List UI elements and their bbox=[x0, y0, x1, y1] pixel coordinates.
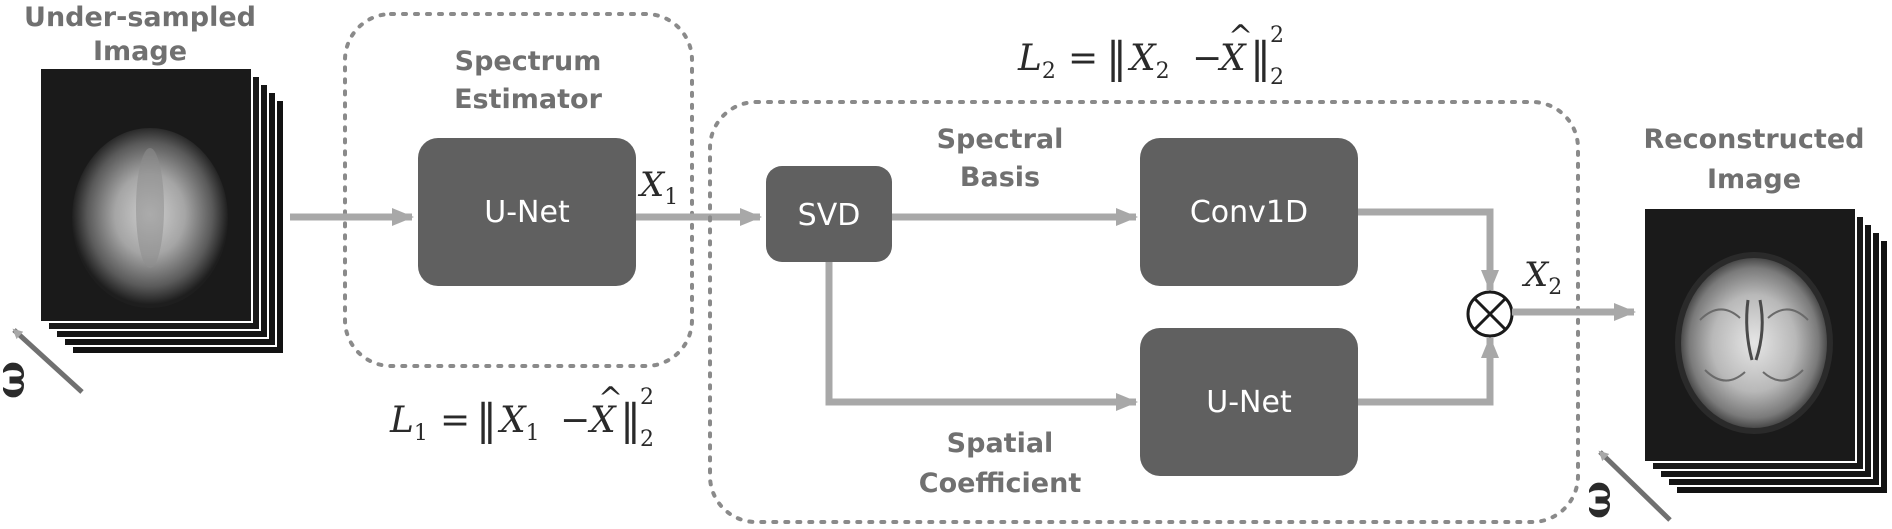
svg-text:2: 2 bbox=[640, 427, 654, 452]
arrow-unet2-to-multiply bbox=[1358, 336, 1499, 406]
svg-text:−: − bbox=[560, 400, 590, 441]
unet-block-1 bbox=[418, 138, 636, 286]
loss-l1: L1 = ‖ X1 − X ^ ‖ 2 2 bbox=[389, 381, 654, 452]
estimator-title-line1: Spectrum bbox=[455, 46, 602, 77]
svg-text:2: 2 bbox=[640, 385, 654, 410]
output-title-line2: Image bbox=[1707, 164, 1801, 195]
omega-label-right: ω bbox=[1573, 481, 1620, 519]
reconstructed-brain-image bbox=[1678, 255, 1830, 431]
input-title-line2: Image bbox=[93, 36, 187, 67]
unet-block-2-label: U-Net bbox=[1206, 385, 1292, 420]
output-title-line1: Reconstructed bbox=[1644, 124, 1865, 155]
svg-text:2: 2 bbox=[1270, 23, 1284, 48]
spectrum-estimator-box bbox=[343, 12, 694, 368]
spectral-basis-line1: Spectral bbox=[937, 124, 1064, 155]
svg-text:2: 2 bbox=[1270, 65, 1284, 90]
svg-text:X2: X2 bbox=[1127, 38, 1170, 84]
input-title-line1: Under-sampled bbox=[24, 2, 256, 33]
loss-l2: L2 = ‖ X2 − X ^ ‖ 2 2 bbox=[1017, 19, 1284, 90]
input-image-stack bbox=[39, 67, 285, 355]
svg-text:‖: ‖ bbox=[620, 395, 641, 444]
arrow-svd-to-unet2 bbox=[825, 262, 1138, 411]
svg-text:X1: X1 bbox=[497, 400, 540, 446]
svg-text:=: = bbox=[1068, 38, 1098, 79]
svg-text:=: = bbox=[440, 400, 470, 441]
spectral-basis-line2: Basis bbox=[960, 162, 1040, 193]
svg-text:−: − bbox=[1192, 38, 1222, 79]
svd-block-label: SVD bbox=[798, 198, 861, 233]
estimator-title-line2: Estimator bbox=[454, 84, 602, 115]
unet-block-1-label: U-Net bbox=[484, 195, 570, 230]
omega-label-left: ω bbox=[0, 361, 34, 399]
arrow-conv1d-to-multiply bbox=[1358, 208, 1499, 292]
unet-block-2 bbox=[1140, 328, 1358, 476]
svg-text:‖: ‖ bbox=[1250, 33, 1271, 82]
svg-text:L1: L1 bbox=[389, 400, 428, 446]
svg-text:X: X bbox=[587, 400, 617, 441]
conv1d-block bbox=[1140, 138, 1358, 286]
omega-axis-arrow-left bbox=[12, 328, 84, 394]
spatial-coef-line1: Spatial bbox=[947, 428, 1054, 459]
svg-text:L2: L2 bbox=[1017, 38, 1056, 84]
svg-text:X: X bbox=[1217, 38, 1247, 79]
omega-axis-arrow-right bbox=[1598, 450, 1672, 522]
svg-text:^: ^ bbox=[1228, 19, 1253, 54]
svg-text:‖: ‖ bbox=[476, 395, 497, 444]
x1-symbol: X1 bbox=[637, 165, 678, 210]
x2-symbol: X2 bbox=[1521, 255, 1562, 300]
output-image-stack bbox=[1643, 207, 1889, 495]
svg-text:‖: ‖ bbox=[1106, 33, 1127, 82]
svd-block bbox=[766, 166, 892, 262]
spatial-coef-line2: Coefficient bbox=[919, 468, 1082, 499]
conv1d-block-label: Conv1D bbox=[1190, 195, 1308, 230]
multiply-operator bbox=[1466, 290, 1514, 338]
svg-text:^: ^ bbox=[598, 381, 623, 416]
